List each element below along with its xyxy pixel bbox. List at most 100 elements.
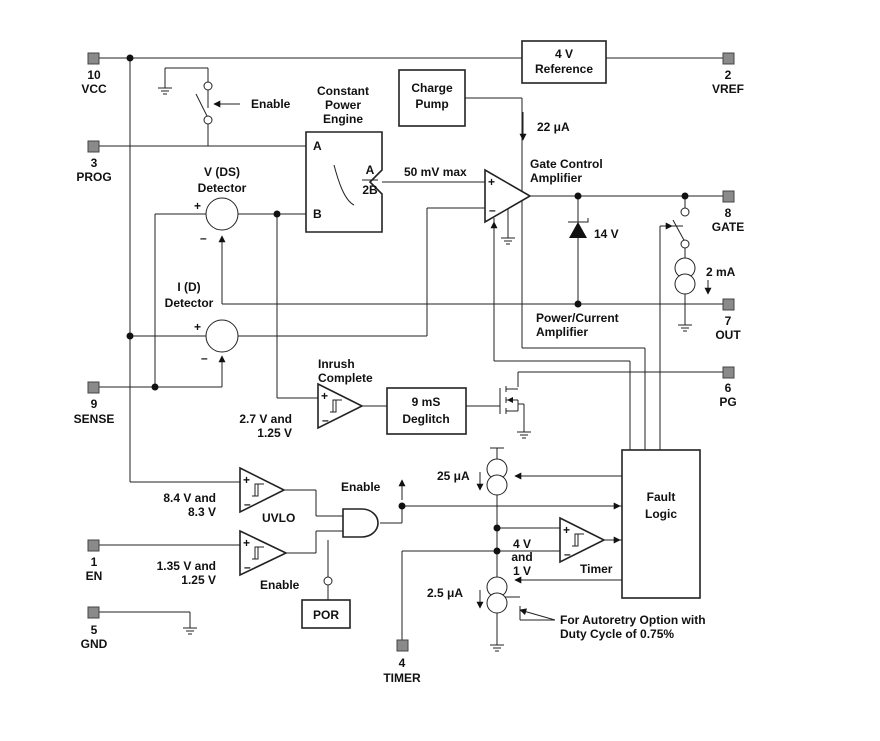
svg-text:V (DS): V (DS) — [204, 165, 240, 179]
svg-text:1: 1 — [91, 555, 98, 569]
svg-text:–: – — [489, 203, 496, 217]
svg-text:4 V: 4 V — [513, 537, 531, 551]
svg-text:EN: EN — [86, 569, 103, 583]
pin-vref — [722, 52, 735, 65]
svg-text:1.35 V and: 1.35 V and — [157, 559, 216, 573]
svg-text:Enable: Enable — [341, 480, 381, 494]
svg-text:VREF: VREF — [712, 82, 744, 96]
ground-icon — [183, 627, 197, 635]
svg-text:2B: 2B — [362, 183, 378, 197]
svg-text:–: – — [244, 497, 251, 511]
annotations: Enable Constant Power Engine V (DS) Dete… — [157, 84, 736, 641]
svg-text:+: + — [194, 320, 201, 334]
reference-block: 4 V Reference — [521, 40, 607, 84]
svg-text:Engine: Engine — [323, 112, 363, 126]
svg-text:4: 4 — [399, 656, 406, 670]
enable-switch — [195, 81, 213, 125]
pg-mosfet-icon — [499, 386, 519, 414]
svg-text:TIMER: TIMER — [383, 671, 421, 685]
svg-text:2: 2 — [725, 68, 732, 82]
signal-arrows — [213, 100, 712, 621]
pins — [87, 52, 735, 652]
enable-comparator: + – — [239, 529, 288, 577]
svg-text:Enable: Enable — [260, 578, 300, 592]
gate-pulldown-switch — [672, 207, 690, 249]
timer-comparator: + – — [559, 516, 606, 564]
svg-text:–: – — [201, 351, 208, 365]
pin-timer — [396, 639, 409, 652]
zener-diode-icon — [568, 218, 589, 238]
inrush-comparator: + – — [317, 382, 364, 430]
svg-text:14 V: 14 V — [594, 227, 619, 241]
svg-text:6: 6 — [725, 381, 732, 395]
wiring — [98, 57, 723, 645]
svg-text:–: – — [244, 560, 251, 574]
svg-text:Inrush: Inrush — [318, 357, 355, 371]
svg-text:5: 5 — [91, 623, 98, 637]
pin-prog — [87, 140, 100, 153]
svg-text:Detector: Detector — [198, 181, 247, 195]
svg-text:22 μA: 22 μA — [537, 120, 570, 134]
svg-text:8.4 V and: 8.4 V and — [163, 491, 216, 505]
svg-text:Power/Current: Power/Current — [536, 311, 619, 325]
svg-text:1.25 V: 1.25 V — [257, 426, 292, 440]
ground-icon — [158, 87, 172, 95]
current-source-2p5ua — [486, 576, 508, 614]
ground-icon — [517, 431, 531, 439]
svg-text:Timer: Timer — [580, 562, 613, 576]
svg-text:1 V: 1 V — [513, 564, 531, 578]
svg-text:Gate Control: Gate Control — [530, 157, 603, 171]
svg-text:Pump: Pump — [415, 97, 448, 111]
svg-text:9: 9 — [91, 397, 98, 411]
svg-text:GND: GND — [81, 637, 108, 651]
vds-detector: + – — [194, 197, 239, 245]
svg-text:UVLO: UVLO — [262, 511, 295, 525]
gate-control-amplifier: + – — [484, 168, 532, 224]
svg-text:4 V: 4 V — [555, 47, 573, 61]
svg-text:Logic: Logic — [645, 507, 677, 521]
svg-text:VCC: VCC — [81, 82, 107, 96]
svg-text:GATE: GATE — [712, 220, 744, 234]
svg-text:+: + — [243, 473, 250, 487]
svg-text:I (D): I (D) — [177, 280, 200, 294]
svg-text:OUT: OUT — [715, 328, 741, 342]
svg-text:A: A — [313, 139, 322, 153]
ground-icon — [490, 644, 504, 652]
svg-text:Deglitch: Deglitch — [402, 412, 449, 426]
svg-text:+: + — [243, 536, 250, 550]
svg-text:7: 7 — [725, 314, 732, 328]
pin-labels: 10 VCC 3 PROG 9 SENSE 1 EN 5 GND 2 VREF … — [74, 68, 745, 685]
svg-text:25 μA: 25 μA — [437, 469, 470, 483]
svg-text:2 mA: 2 mA — [706, 265, 736, 279]
svg-text:–: – — [200, 231, 207, 245]
svg-text:+: + — [563, 523, 570, 537]
deglitch-block: 9 mS Deglitch — [386, 387, 467, 435]
svg-text:–: – — [322, 413, 329, 427]
svg-text:and: and — [511, 550, 532, 564]
svg-text:SENSE: SENSE — [74, 412, 115, 426]
junction-dots — [126, 54, 689, 555]
ground-icon — [678, 324, 692, 332]
svg-text:9 mS: 9 mS — [412, 395, 441, 409]
svg-text:Detector: Detector — [165, 296, 214, 310]
svg-text:For Autoretry Option with: For Autoretry Option with — [560, 613, 706, 627]
charge-pump-block: Charge Pump — [398, 69, 466, 127]
pin-sense — [87, 381, 100, 394]
svg-text:10: 10 — [87, 68, 101, 82]
pin-out — [722, 298, 735, 311]
svg-text:Power: Power — [325, 98, 361, 112]
current-source-2ma — [674, 257, 696, 295]
and-gate — [323, 508, 379, 586]
ground-icon — [501, 237, 515, 245]
svg-text:Amplifier: Amplifier — [536, 325, 588, 339]
svg-text:Reference: Reference — [535, 62, 593, 76]
uvlo-comparator: + – — [239, 466, 286, 514]
svg-text:PROG: PROG — [76, 170, 111, 184]
svg-text:Fault: Fault — [647, 490, 676, 504]
svg-text:B: B — [313, 207, 322, 221]
svg-text:Constant: Constant — [317, 84, 369, 98]
id-detector: + – — [194, 319, 239, 365]
svg-text:+: + — [194, 199, 201, 213]
svg-text:1.25 V: 1.25 V — [181, 573, 216, 587]
